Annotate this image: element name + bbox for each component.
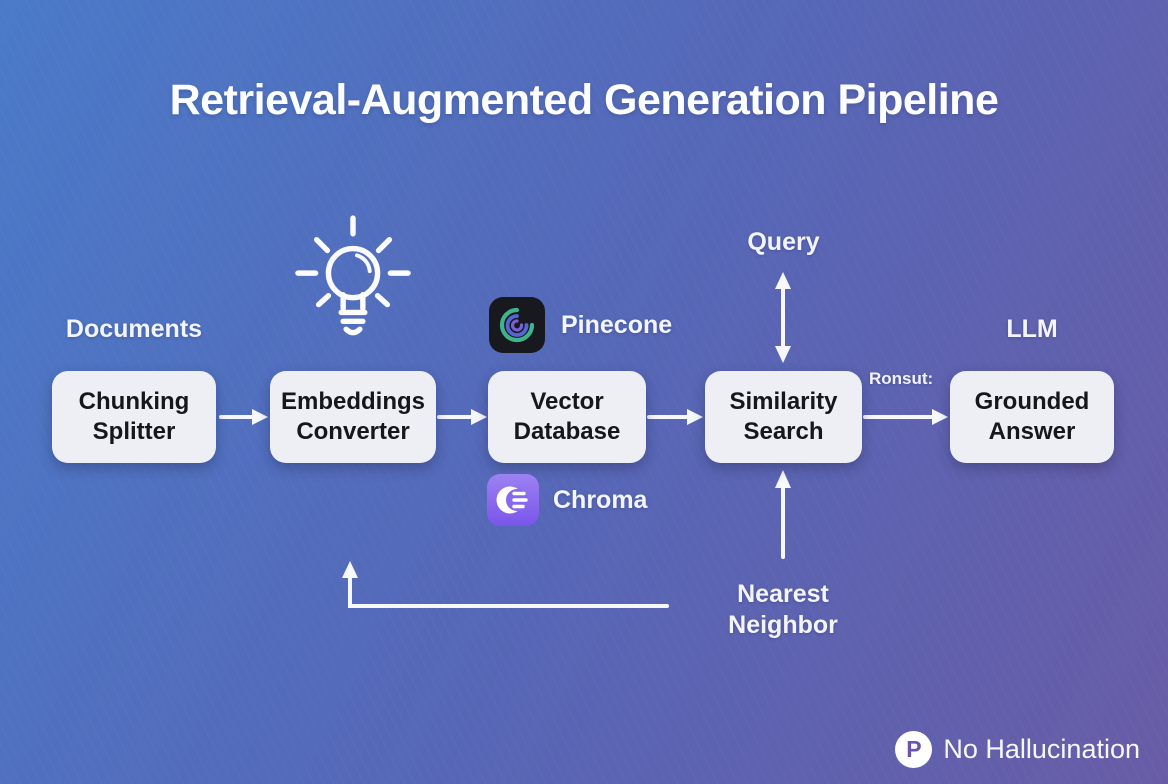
brand-badge: P No Hallucination (895, 731, 1140, 768)
brand-badge-label: No Hallucination (943, 734, 1140, 764)
label-query: Query (747, 228, 820, 256)
node-label: Grounded (974, 388, 1090, 415)
node-chunking-splitter: Chunking Splitter (52, 371, 216, 463)
chroma-label: Chroma (553, 485, 648, 514)
pinecone-label: Pinecone (561, 310, 673, 339)
node-label: Vector (530, 388, 604, 415)
p-badge-icon: P (895, 731, 933, 768)
pinecone-logo: Pinecone (489, 297, 672, 353)
node-grounded-answer: Grounded Answer (950, 371, 1114, 463)
node-vector-database: Vector Database (488, 371, 646, 463)
node-similarity-search: Similarity Search (705, 371, 862, 463)
node-label: Converter (296, 418, 410, 445)
chroma-logo: Chroma (487, 474, 647, 526)
node-label: Answer (988, 418, 1076, 445)
node-label: Splitter (92, 418, 176, 445)
p-badge-letter: P (906, 736, 922, 762)
node-label: Search (743, 418, 824, 445)
label-nearest-line1: Nearest (737, 580, 829, 608)
label-documents: Documents (65, 315, 203, 343)
node-label: Similarity (729, 388, 838, 415)
label-result: Ronsut: (869, 369, 934, 388)
diagram-title: Retrieval-Augmented Generation Pipeline (169, 76, 999, 124)
label-nearest-neighbor: Nearest Neighbor (700, 579, 866, 641)
lightbulb-icon (295, 215, 411, 336)
node-embeddings-converter: Embeddings Converter (270, 371, 436, 463)
node-label: Database (513, 418, 621, 445)
chroma-logo-icon (487, 474, 539, 526)
label-nearest-line2: Neighbor (728, 611, 838, 639)
pinecone-logo-icon (489, 297, 545, 353)
node-label: Chunking (78, 388, 190, 415)
node-label: Embeddings (280, 388, 425, 415)
label-llm: LLM (1006, 315, 1058, 343)
